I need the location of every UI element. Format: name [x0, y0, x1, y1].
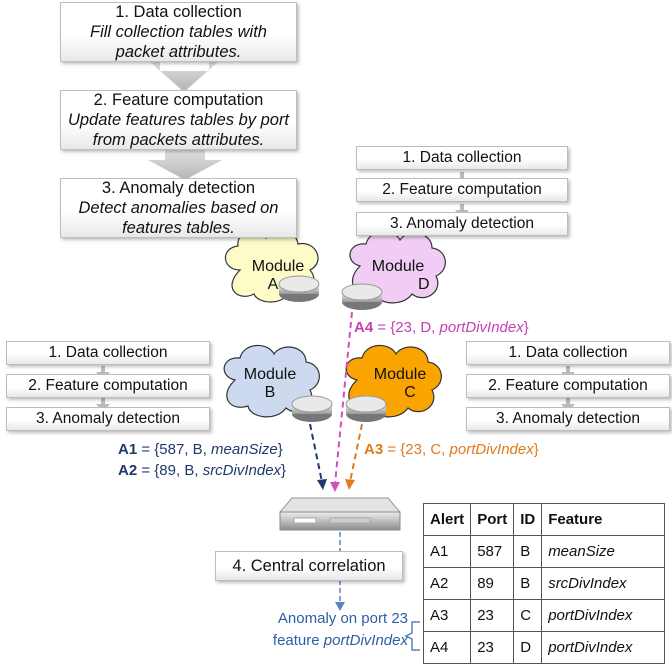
pipeline-step-2-desc: Update features tables by port from pack… — [67, 111, 290, 149]
central-correlation: 4. Central correlation — [215, 551, 403, 581]
pipeline-arrow-1 — [141, 54, 227, 92]
table-header: Port — [470, 503, 515, 536]
table-row: A4 23 D portDivIndex — [422, 631, 666, 664]
top-step-3: 3. Anomaly detection — [356, 212, 568, 236]
table-cell: 23 — [470, 599, 515, 632]
right-step-1: 1. Data collection — [466, 341, 670, 365]
table-cell: 587 — [470, 535, 515, 568]
alert-a3: A3 = {23, C, portDivIndex} — [364, 441, 539, 458]
table-cell: D — [513, 631, 543, 664]
step-arrow-left-1 — [96, 366, 110, 380]
left-step-2: 2. Feature computation — [6, 374, 210, 398]
top-step-2: 2. Feature computation — [356, 178, 568, 202]
result-line-1: Anomaly on port 23 — [277, 610, 408, 627]
right-step-3: 3. Anomaly detection — [466, 407, 670, 431]
table-cell: B — [513, 567, 543, 600]
table-row: A2 89 B srcDivIndex — [422, 567, 666, 600]
table-cell: A3 — [422, 599, 472, 632]
table-cell: portDivIndex — [541, 631, 666, 664]
router-b-icon — [291, 395, 333, 422]
table-row: A1 587 B meanSize — [422, 535, 666, 568]
table-cell: B — [513, 535, 543, 568]
router-a-icon — [278, 275, 320, 302]
left-step-1: 1. Data collection — [6, 341, 210, 365]
pipeline-step-3: 3. Anomaly detection Detect anomalies ba… — [60, 178, 297, 238]
result-line-2: feature portDivIndex — [272, 632, 408, 649]
alert-a1: A1 = {587, B, meanSize} — [118, 441, 283, 458]
table-cell: A4 — [422, 631, 472, 664]
table-header: Alert — [422, 503, 472, 536]
step-arrow-top-2 — [455, 204, 469, 218]
pipeline-step-3-desc: Detect anomalies based on features table… — [78, 199, 279, 237]
table-cell: 89 — [470, 567, 515, 600]
router-d-icon — [341, 283, 383, 310]
alert-arrow-c — [349, 423, 363, 483]
table-header-row: Alert Port ID Feature — [422, 503, 666, 536]
alert-a4: A4 = {23, D, portDivIndex} — [354, 319, 529, 336]
table-header: Feature — [541, 503, 666, 536]
correlation-result: Anomaly on port 23 feature portDivIndex — [228, 608, 408, 652]
pipeline-step-1-title: 1. Data collection — [115, 3, 242, 21]
step-arrow-right-2 — [561, 398, 575, 412]
top-step-1: 1. Data collection — [356, 146, 568, 170]
step-arrow-left-2 — [96, 398, 110, 412]
correlator-appliance-icon — [278, 497, 402, 531]
step-arrow-right-1 — [561, 366, 575, 380]
table-cell: portDivIndex — [541, 599, 666, 632]
pipeline-arrow-2 — [148, 146, 222, 180]
router-c-icon — [345, 395, 387, 422]
table-cell: A1 — [422, 535, 472, 568]
table-header: ID — [513, 503, 543, 536]
alert-arrow-d — [334, 311, 353, 485]
alert-a2: A2 = {89, B, srcDivIndex} — [118, 462, 287, 479]
pipeline-step-2: 2. Feature computation Update features t… — [60, 90, 297, 150]
pipeline-step-2-title: 2. Feature computation — [93, 91, 264, 109]
table-row: A3 23 C portDivIndex — [422, 599, 666, 632]
alert-arrow-b — [309, 423, 323, 483]
left-step-3: 3. Anomaly detection — [6, 407, 210, 431]
alert-table: Alert Port ID Feature A1 587 B meanSize … — [422, 503, 666, 664]
table-cell: meanSize — [541, 535, 666, 568]
table-cell: C — [513, 599, 543, 632]
result-bracket — [404, 621, 420, 651]
table-cell: 23 — [470, 631, 515, 664]
table-cell: srcDivIndex — [541, 567, 666, 600]
pipeline-step-1: 1. Data collection Fill collection table… — [60, 2, 297, 62]
table-cell: A2 — [422, 567, 472, 600]
pipeline-step-1-desc: Fill collection tables with packet attri… — [90, 23, 267, 61]
right-step-2: 2. Feature computation — [466, 374, 670, 398]
pipeline-step-3-title: 3. Anomaly detection — [101, 179, 256, 197]
